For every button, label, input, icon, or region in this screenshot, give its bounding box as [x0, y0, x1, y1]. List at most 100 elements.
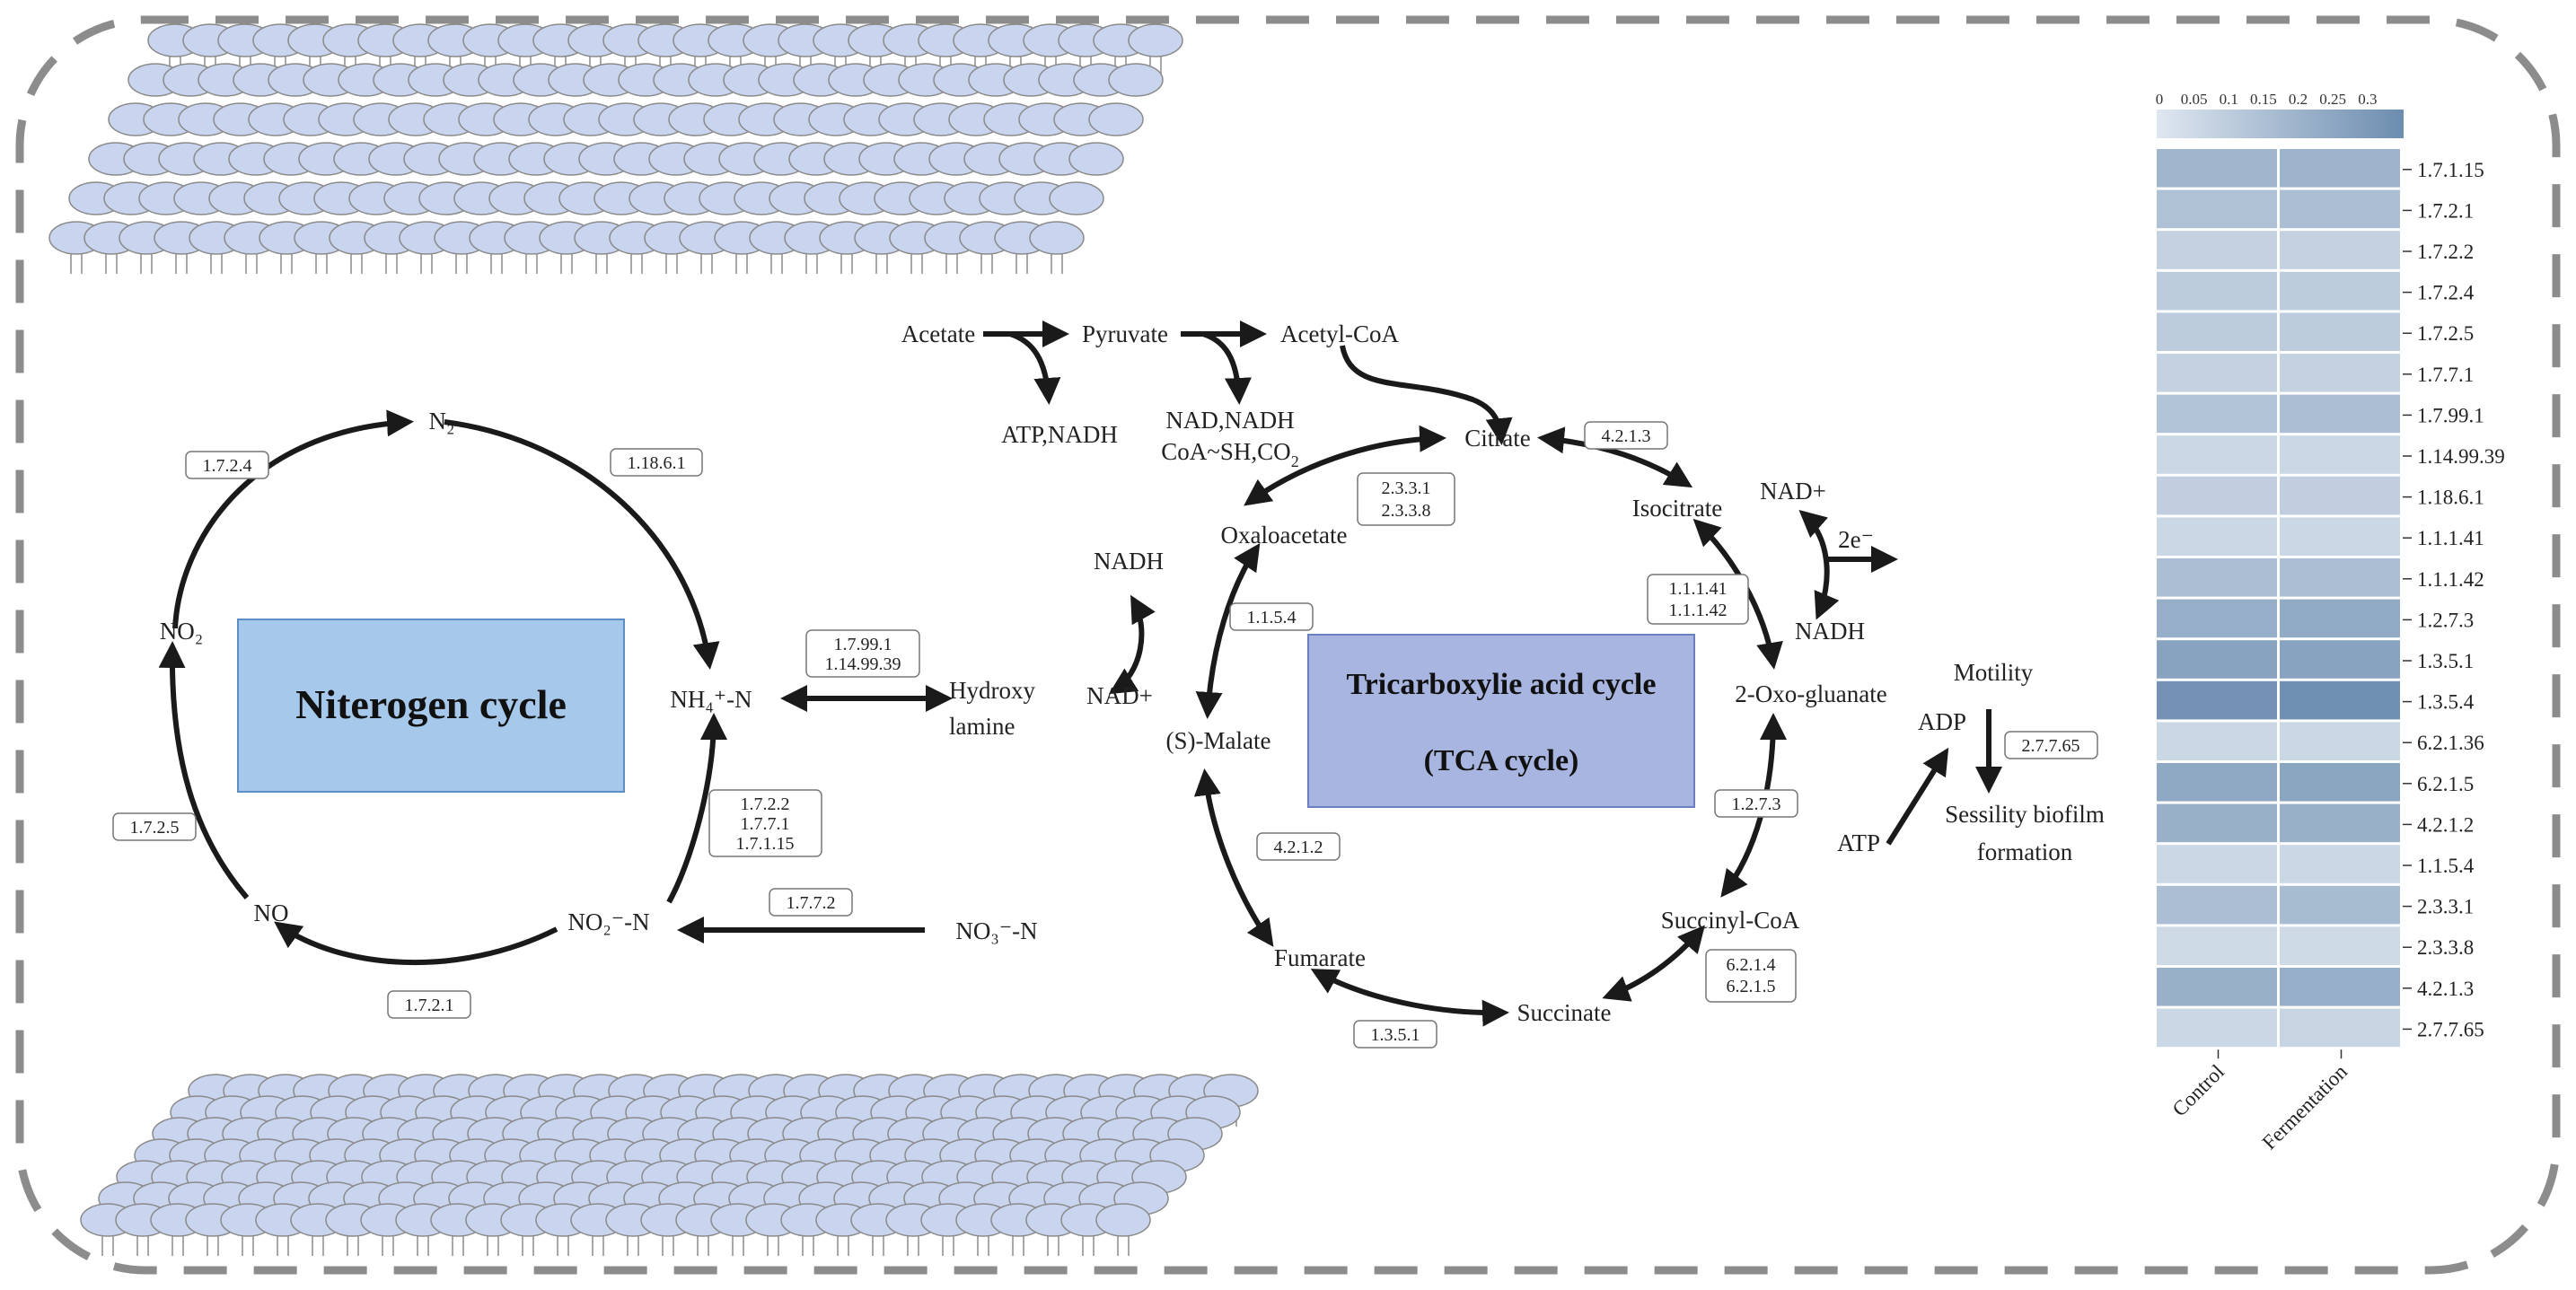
- heatmap-cell: [2280, 968, 2400, 1006]
- node-no: NO: [254, 899, 289, 926]
- scale-tick-label: 0.05: [2181, 91, 2208, 108]
- arrow-n2-to-nh4: [444, 419, 720, 670]
- arrow-nadh-nad-left: [1108, 594, 1156, 695]
- arrow-malate-oxaloacetate: [1195, 543, 1261, 719]
- node-n2: N₂: [429, 408, 455, 434]
- scale-tick-label: 0.2: [2289, 91, 2308, 108]
- lipid-head: [1108, 63, 1164, 97]
- heatmap-cell: [2280, 354, 2400, 392]
- tca-title-line2: (TCA cycle): [1424, 744, 1579, 777]
- heatmap-row-label: 1.7.7.1: [2417, 364, 2474, 386]
- heatmap-cell: [2280, 640, 2400, 679]
- node-nadh-right: NADH: [1795, 618, 1865, 645]
- heatmap-cell: [2280, 803, 2400, 843]
- heatmap-row-label: 1.1.5.4: [2417, 855, 2475, 877]
- node-citrate: Citrate: [1464, 425, 1530, 452]
- node-hydroxylamine-line2: lamine: [949, 713, 1015, 740]
- cell-border: [15, 15, 2561, 1275]
- heatmap-cell: [2157, 312, 2277, 351]
- heatmap-cell: [2157, 394, 2277, 434]
- node-sessility-line1: Sessility biofilm: [1945, 801, 2105, 828]
- heatmap-row-label: 1.7.2.5: [2417, 322, 2474, 345]
- node-isocitrate: Isocitrate: [1632, 495, 1722, 522]
- heatmap-cell: [2280, 1008, 2400, 1048]
- tca-title-box: [1307, 634, 1695, 808]
- heatmap-cell: [2157, 680, 2277, 720]
- enzyme-label: 1.7.99.1 1.14.99.39: [805, 629, 920, 678]
- arrow-no2n-to-no: [274, 921, 558, 966]
- scale-tick-label: 0.25: [2319, 91, 2346, 108]
- heatmap-row-label: 1.1.1.41: [2417, 527, 2484, 549]
- enzyme-label: 1.1.5.4: [1229, 602, 1314, 631]
- node-nad-right: NAD+: [1760, 478, 1826, 505]
- heatmap-cell: [2280, 517, 2400, 556]
- heatmap-row-label: 2.3.3.1: [2417, 896, 2474, 918]
- nitrogen-title: Niterogen cycle: [295, 681, 567, 727]
- arrow-succinylcoa-succinate: [1602, 925, 1705, 1002]
- svg-text:1.7.99.1: 1.7.99.1: [834, 635, 892, 654]
- heatmap-cell: [2157, 476, 2277, 515]
- heatmap-row-label: 1.1.1.42: [2417, 568, 2484, 591]
- enzyme-label: 1.7.2.1: [387, 990, 471, 1019]
- enzyme-label: 1.18.6.1: [610, 448, 703, 477]
- heatmap-cell: [2157, 558, 2277, 597]
- heatmap-cell: [2280, 680, 2400, 720]
- heatmap-cell: [2157, 271, 2277, 311]
- node-hydroxylamine-line1: Hydroxy: [949, 677, 1035, 704]
- heatmap-row-label: 1.7.99.1: [2417, 404, 2484, 426]
- heatmap-cell: [2280, 599, 2400, 638]
- node-acetate: Acetate: [901, 320, 975, 347]
- heatmap-cell: [2280, 722, 2400, 760]
- heatmap-cell: [2280, 189, 2400, 229]
- enzyme-label: 6.2.1.4 6.2.1.5: [1705, 949, 1797, 1003]
- svg-text:2.7.7.65: 2.7.7.65: [2022, 736, 2080, 756]
- scale-tick-label: 0.3: [2358, 91, 2377, 108]
- enzyme-label: 4.2.1.2: [1256, 832, 1341, 861]
- enzyme-label: 2.7.7.65: [2004, 731, 2098, 759]
- svg-text:4.2.1.2: 4.2.1.2: [1274, 838, 1323, 857]
- heatmap-cell: [2280, 476, 2400, 515]
- heatmap-row-label: 1.7.2.1: [2417, 199, 2474, 222]
- heatmap-row-label: 4.2.1.2: [2417, 813, 2474, 836]
- lipid-head: [1128, 23, 1183, 57]
- node-nad-left: NAD+: [1086, 682, 1153, 709]
- heatmap-cell: [2157, 599, 2277, 638]
- heatmap-cell: [2280, 763, 2400, 802]
- node-adp: ADP: [1918, 708, 1966, 735]
- svg-text:1.7.2.2: 1.7.2.2: [741, 794, 790, 814]
- node-no3n: NO₃⁻-N: [955, 917, 1037, 944]
- enzyme-label: 4.2.1.3: [1584, 421, 1668, 450]
- arrow-pyruvate-nad: [1201, 331, 1252, 405]
- arrow-citrate-isocitrate: [1537, 426, 1693, 488]
- node-succinate: Succinate: [1517, 999, 1612, 1026]
- heatmap-cells: [2157, 149, 2400, 1048]
- heatmap-cell: [2280, 394, 2400, 434]
- heatmap-row-label: 4.2.1.3: [2417, 978, 2474, 1000]
- tca-cycle: Tricarboxylie acid cycle (TCA cycle) Ace…: [901, 320, 1898, 1049]
- arrow-no2n-to-nh4: [666, 713, 727, 904]
- heatmap-cell: [2157, 517, 2277, 556]
- node-oxoglutarate: 2-Oxo-gluanate: [1735, 680, 1886, 707]
- nitrogen-cycle: Niterogen cycle N₂ NH₄⁺-N NO₂ NO NO₂⁻-N …: [112, 408, 1038, 1019]
- heatmap-scale-bar: [2157, 110, 2404, 138]
- node-sessility-line2: formation: [1977, 838, 2073, 865]
- arrow-succinate-fumarate: [1310, 969, 1509, 1027]
- arrow-acetylcoa-citrate: [1340, 345, 1513, 445]
- scale-tick-label: 0.1: [2220, 91, 2238, 108]
- node-malate: (S)-Malate: [1166, 727, 1271, 754]
- node-fumarate: Fumarate: [1274, 944, 1366, 971]
- arrow-acetate-atp: [1008, 331, 1061, 405]
- heatmap-cell: [2157, 885, 2277, 925]
- scale-tick-label: 0.15: [2250, 91, 2277, 108]
- motility-section: Motility ADP ATP Sessility biofilm forma…: [1837, 659, 2105, 865]
- enzyme-label: 1.3.5.1: [1353, 1020, 1437, 1049]
- heatmap-row-label: 1.3.5.4: [2417, 691, 2475, 714]
- node-coash: CoA~SH,CO2: [1161, 438, 1298, 470]
- enzyme-label: 1.7.2.2 1.7.7.1 1.7.1.15: [708, 789, 822, 857]
- heatmap-cell: [2157, 189, 2277, 229]
- arrow-nad-nadh-right: [1798, 510, 1840, 620]
- heatmap-cell: [2157, 149, 2277, 188]
- svg-text:1.7.2.5: 1.7.2.5: [130, 818, 180, 838]
- node-motility: Motility: [1954, 659, 2034, 686]
